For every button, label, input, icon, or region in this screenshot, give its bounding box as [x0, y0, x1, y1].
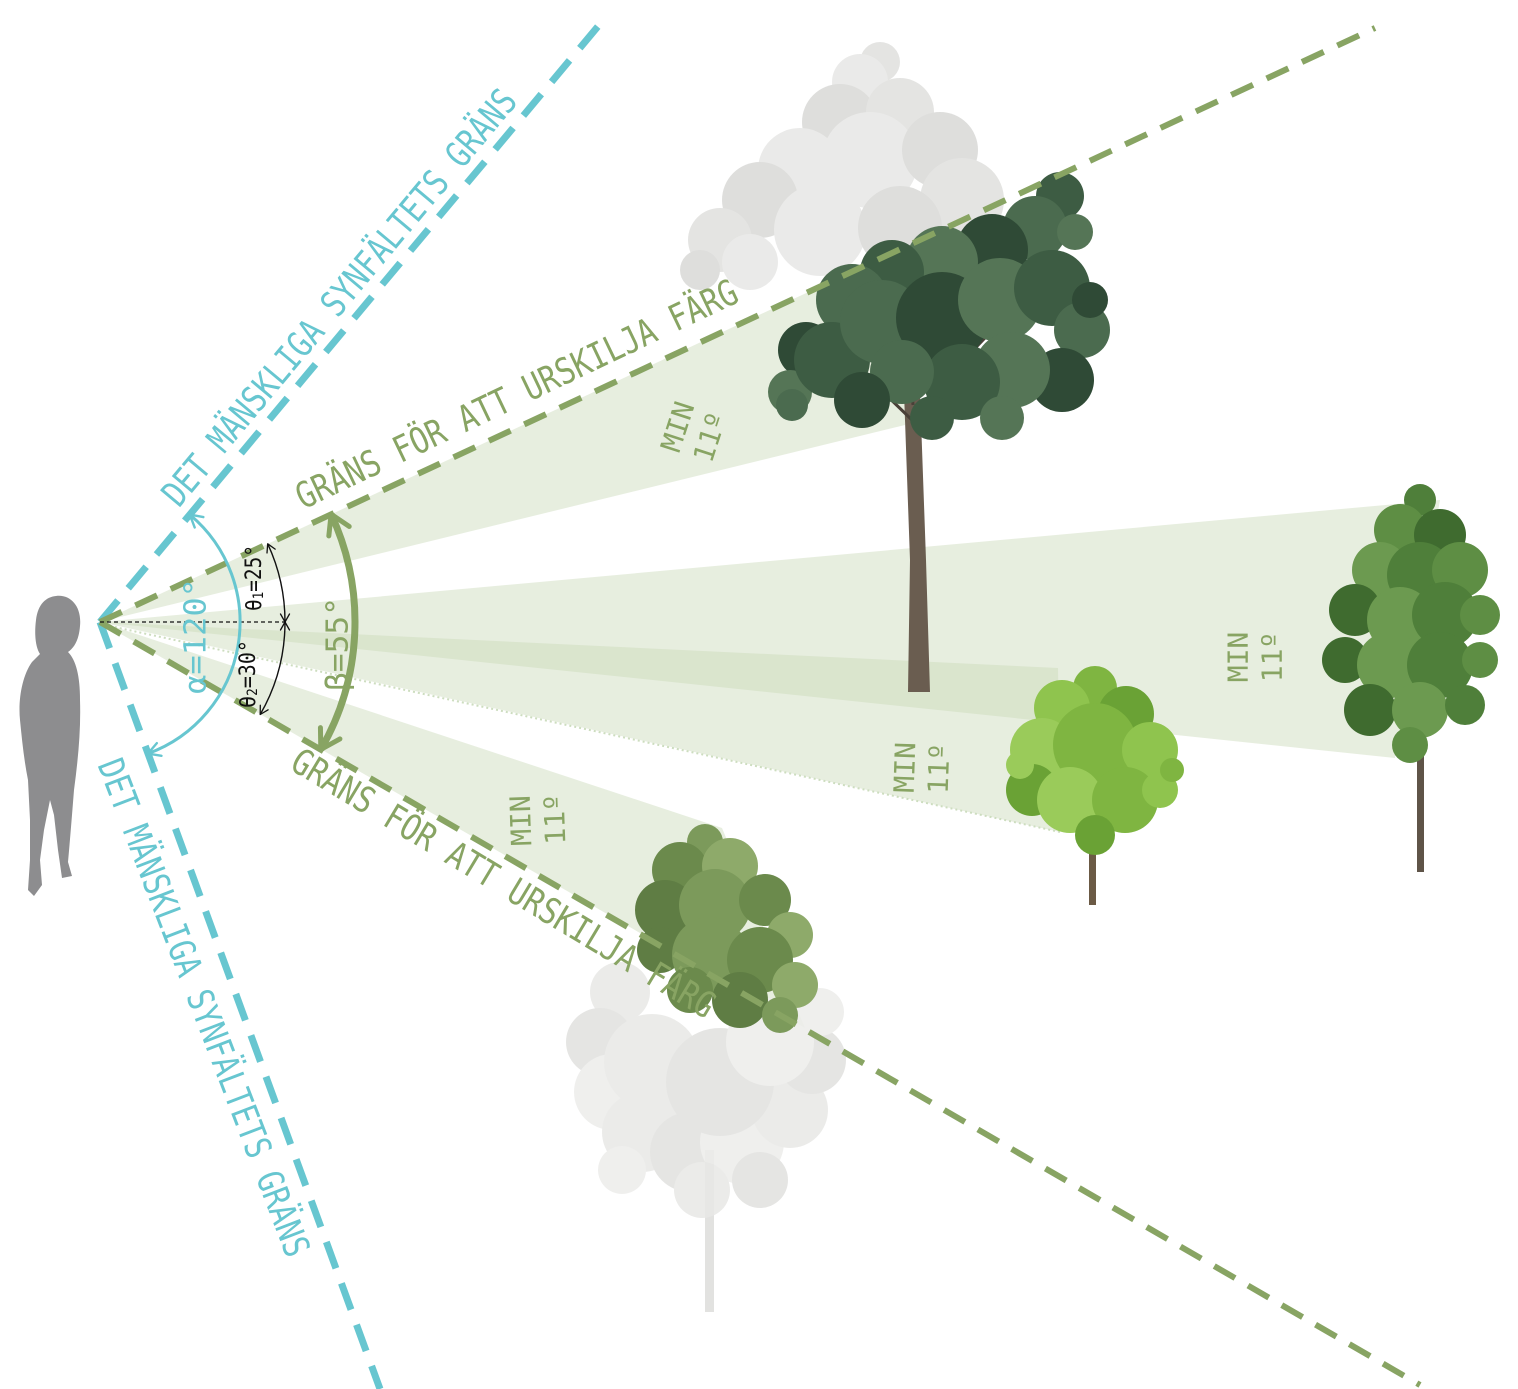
- foliage-blob: [774, 184, 866, 276]
- foliage-blob: [1072, 282, 1108, 318]
- vision-limit-label-bottom: DET MÄNSKLIGA SYNFÄLTETS GRÄNS: [89, 753, 318, 1263]
- foliage-blob: [1445, 685, 1485, 725]
- theta1-subscript: 1: [251, 592, 267, 599]
- min-angle-label-lower-tree: MIN 11º: [504, 794, 573, 847]
- theta2-angle-label: θ2=30°: [236, 640, 262, 708]
- foliage-blob: [1006, 751, 1034, 779]
- foliage-blob: [910, 396, 954, 440]
- foliage-blob: [1460, 595, 1500, 635]
- foliage-blob: [1392, 682, 1448, 738]
- min-label-line1: MIN: [504, 795, 539, 847]
- alpha-angle-label: α=120°: [179, 578, 214, 694]
- foliage-blob: [834, 372, 890, 428]
- theta1-symbol: θ: [242, 599, 267, 611]
- min-label-line2: 11º: [922, 743, 957, 795]
- foliage-blob: [598, 1146, 646, 1194]
- foliage-blob: [1075, 815, 1115, 855]
- foliage-blob: [980, 396, 1024, 440]
- person-silhouette: [20, 596, 81, 896]
- foliage-blob: [1462, 642, 1498, 678]
- theta1-angle-label: θ1=25°: [242, 545, 268, 611]
- min-label-line2: 11º: [1256, 632, 1289, 683]
- min-angle-label-middle-tree: MIN 11º: [888, 742, 957, 795]
- foliage-blob: [1160, 758, 1184, 782]
- min-angle-label-right-tree: MIN 11º: [1222, 632, 1289, 683]
- beta-angle-label: β=55°: [321, 597, 356, 691]
- theta2-subscript: 2: [245, 688, 261, 696]
- foliage-blob: [1344, 684, 1396, 736]
- foliage-blob: [732, 1152, 788, 1208]
- min-label-line1: MIN: [888, 742, 923, 794]
- min-label-line1: MIN: [1222, 632, 1255, 683]
- foliage-blob: [776, 389, 808, 421]
- theta2-symbol: θ: [236, 696, 261, 708]
- theta1-value: =25°: [242, 545, 267, 592]
- theta2-value: =30°: [236, 640, 261, 688]
- foliage-blob: [1057, 214, 1093, 250]
- foliage-blob: [674, 1162, 730, 1218]
- min-label-line2: 11º: [538, 794, 573, 846]
- foliage-blob: [1392, 727, 1428, 763]
